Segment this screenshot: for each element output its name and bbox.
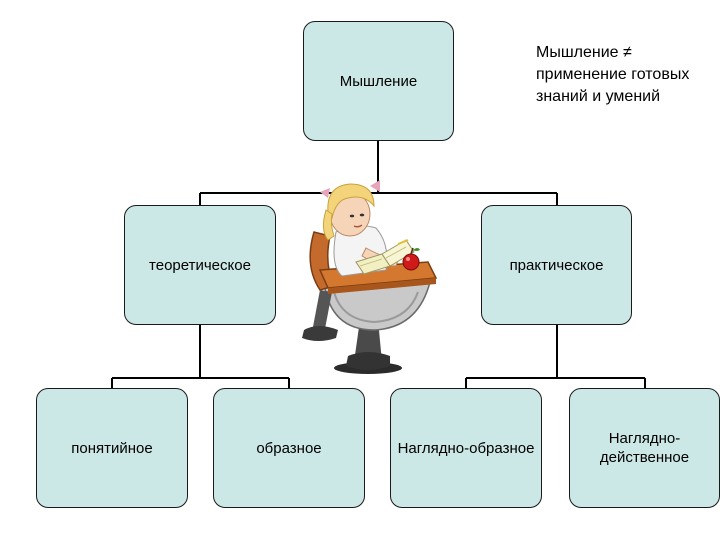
node-visual-imaginative: Наглядно-образное [390, 388, 542, 508]
note-text: Мышление ≠ применение готовых знаний и у… [536, 42, 716, 108]
note-line-2: применение готовых [536, 66, 690, 83]
node-practical: практическое [481, 205, 632, 325]
node-visual-active: Наглядно-действенное [569, 388, 720, 508]
node-theoretical-label: теоретическое [149, 256, 251, 274]
note-line-3: знаний и умений [536, 88, 661, 105]
node-root: Мышление [303, 21, 454, 141]
node-conceptual-label: понятийное [71, 439, 153, 457]
node-conceptual: понятийное [36, 388, 188, 508]
node-imaginative-label: образное [256, 439, 322, 457]
node-visual-active-label: Наглядно-действенное [599, 430, 690, 466]
note-line-1: Мышление ≠ [536, 44, 632, 61]
node-theoretical: теоретическое [124, 205, 276, 325]
node-root-label: Мышление [339, 72, 418, 90]
node-imaginative: образное [213, 388, 365, 508]
girl-reading-at-desk-icon [302, 180, 438, 374]
node-practical-label: практическое [509, 256, 604, 274]
node-visual-imaginative-label: Наглядно-образное [397, 439, 535, 457]
